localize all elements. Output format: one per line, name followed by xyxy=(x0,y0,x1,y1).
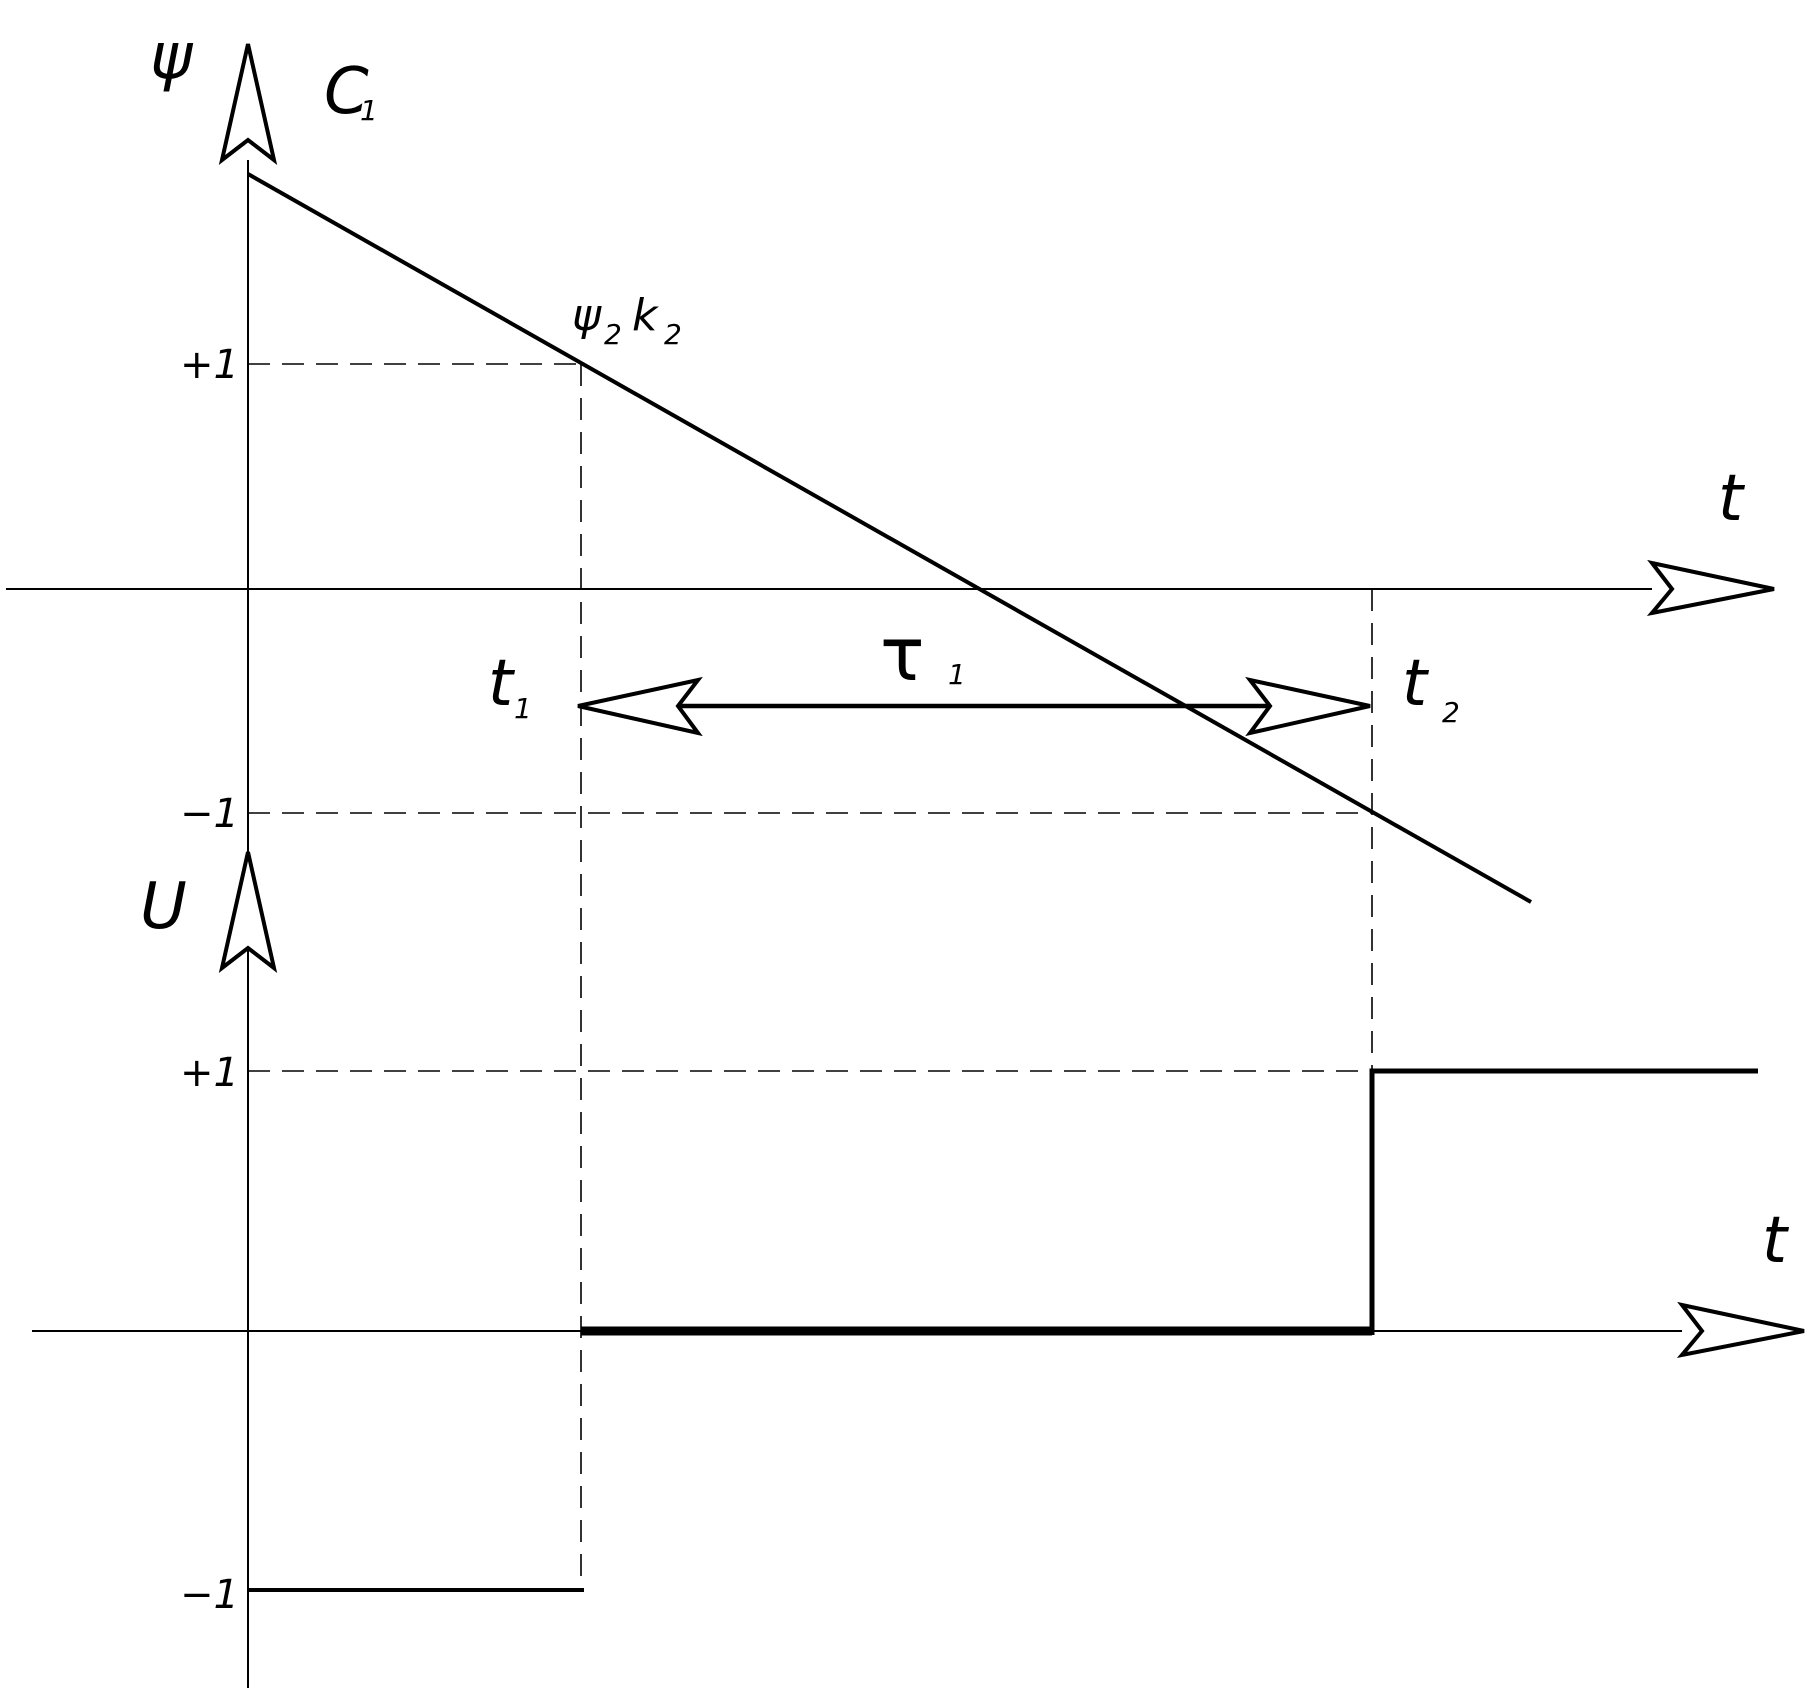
psi-axis-label: ψ xyxy=(150,20,194,94)
point-label-k: k xyxy=(632,290,659,341)
upper-x-axis-arrowhead xyxy=(1646,559,1775,617)
t2-label: t xyxy=(1402,647,1430,721)
curve-label-c-sub: 1 xyxy=(360,94,378,127)
lower-x-axis-label: t xyxy=(1762,1204,1790,1278)
u-axis-label: U xyxy=(140,870,187,944)
lower-graph: U +1 −1 t xyxy=(32,851,1805,1618)
upper-tick-minus-one: −1 xyxy=(180,791,239,837)
lower-y-axis-arrowhead xyxy=(218,851,278,973)
point-label-k-sub: 2 xyxy=(664,318,682,351)
curve-label-c: C xyxy=(324,55,369,129)
tau-right-arrowhead xyxy=(1245,676,1371,737)
control-signal-step-up xyxy=(1369,1068,1758,1335)
upper-graph: ψ C 1 ψ 2 k 2 +1 −1 t t 1 t 2 τ 1 xyxy=(6,20,1775,1688)
t1-label-sub: 1 xyxy=(514,692,532,725)
t2-label-sub: 2 xyxy=(1442,696,1460,729)
lower-x-axis-arrowhead xyxy=(1676,1301,1805,1359)
lower-tick-minus-one: −1 xyxy=(180,1572,239,1618)
upper-y-axis-arrowhead xyxy=(218,43,278,165)
point-label-psi: ψ xyxy=(572,290,602,341)
point-label-psi-sub: 2 xyxy=(604,318,622,351)
tau-label-sub: 1 xyxy=(948,658,966,691)
upper-tick-plus-one: +1 xyxy=(180,342,239,388)
upper-x-axis-label: t xyxy=(1718,462,1746,536)
tau-left-arrowhead xyxy=(577,676,703,737)
t1-label: t xyxy=(488,647,516,721)
lower-tick-plus-one: +1 xyxy=(180,1050,239,1096)
tau-label: τ xyxy=(880,612,925,698)
switching-line-c1 xyxy=(247,172,1532,904)
